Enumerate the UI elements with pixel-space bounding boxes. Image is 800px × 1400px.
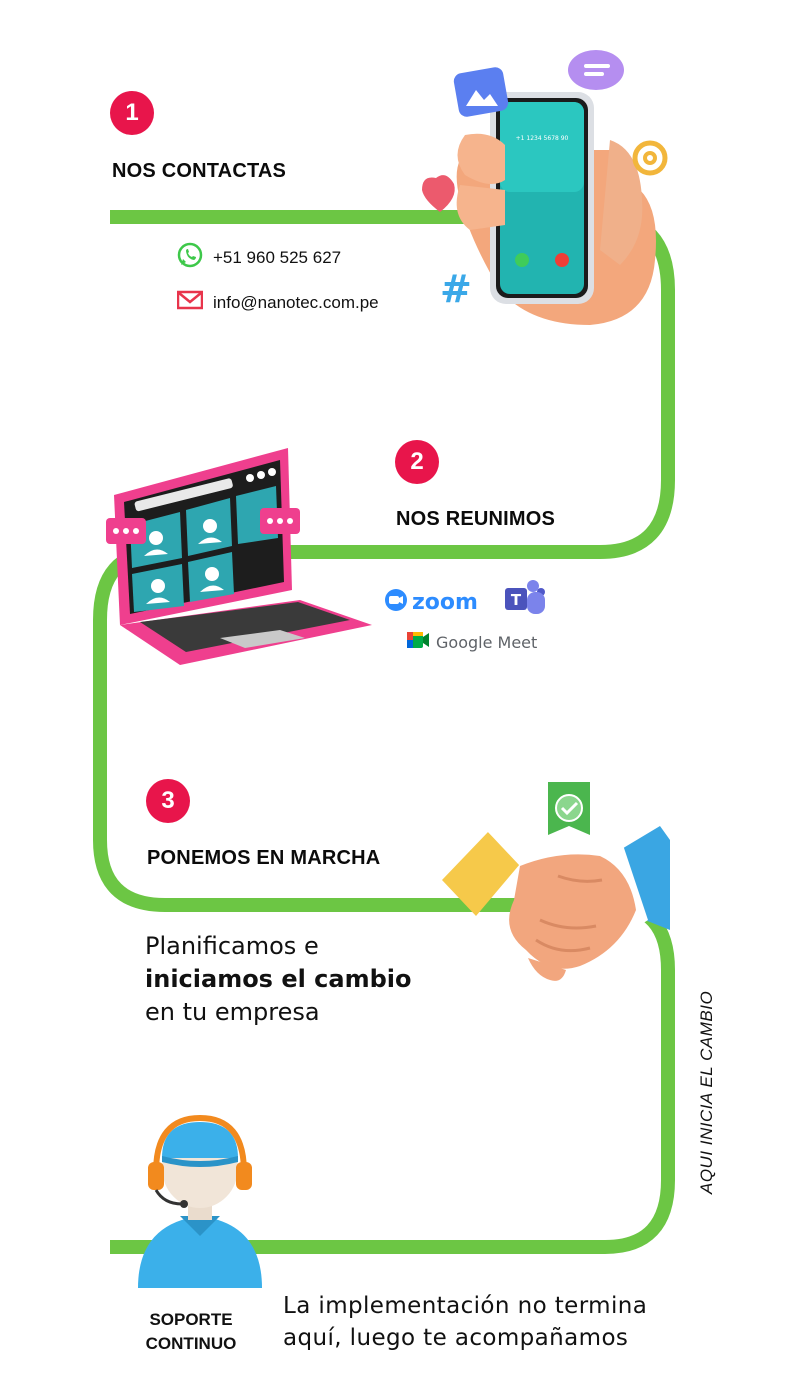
google-meet-camera-icon [406,630,430,655]
support-description: La implementación no termina aquí, luego… [283,1293,648,1351]
laptop-video-call-illustration [100,440,380,670]
phone-number: +51 960 525 627 [213,247,342,267]
zoom-logo: zoom [384,588,478,617]
phone-illustration: +1 1234 5678 90 # [410,40,680,330]
mail-icon [176,289,204,316]
step-1-badge: 1 [110,91,154,135]
support-agent-illustration [130,1112,270,1288]
phone-screen-number: +1 1234 5678 90 [516,135,569,142]
email-address: info@nanotec.com.pe [213,292,379,312]
email-contact[interactable]: info@nanotec.com.pe [176,289,379,316]
step-2-title: NOS REUNIMOS [396,508,556,530]
whatsapp-icon [177,242,203,273]
vertical-slogan: AQUI INICIA EL CAMBIO [697,990,716,1194]
step-3-description: Planificamos e iniciamos el cambio en tu… [145,932,412,1026]
phone-contact[interactable]: +51 960 525 627 [177,242,341,273]
step-3-badge: 3 [146,779,190,823]
handshake-illustration [440,780,672,1000]
svg-text:T: T [511,591,522,609]
google-meet-logo: Google Meet [406,630,537,655]
step-1-title: NOS CONTACTAS [112,160,287,182]
step-2-badge: 2 [395,440,439,484]
zoom-camera-icon [384,588,408,617]
step-3-title: PONEMOS EN MARCHA [147,847,381,869]
support-title: SOPORTE CONTINUO [145,1310,237,1353]
teams-icon: T [503,578,547,623]
svg-text:#: # [440,267,472,311]
